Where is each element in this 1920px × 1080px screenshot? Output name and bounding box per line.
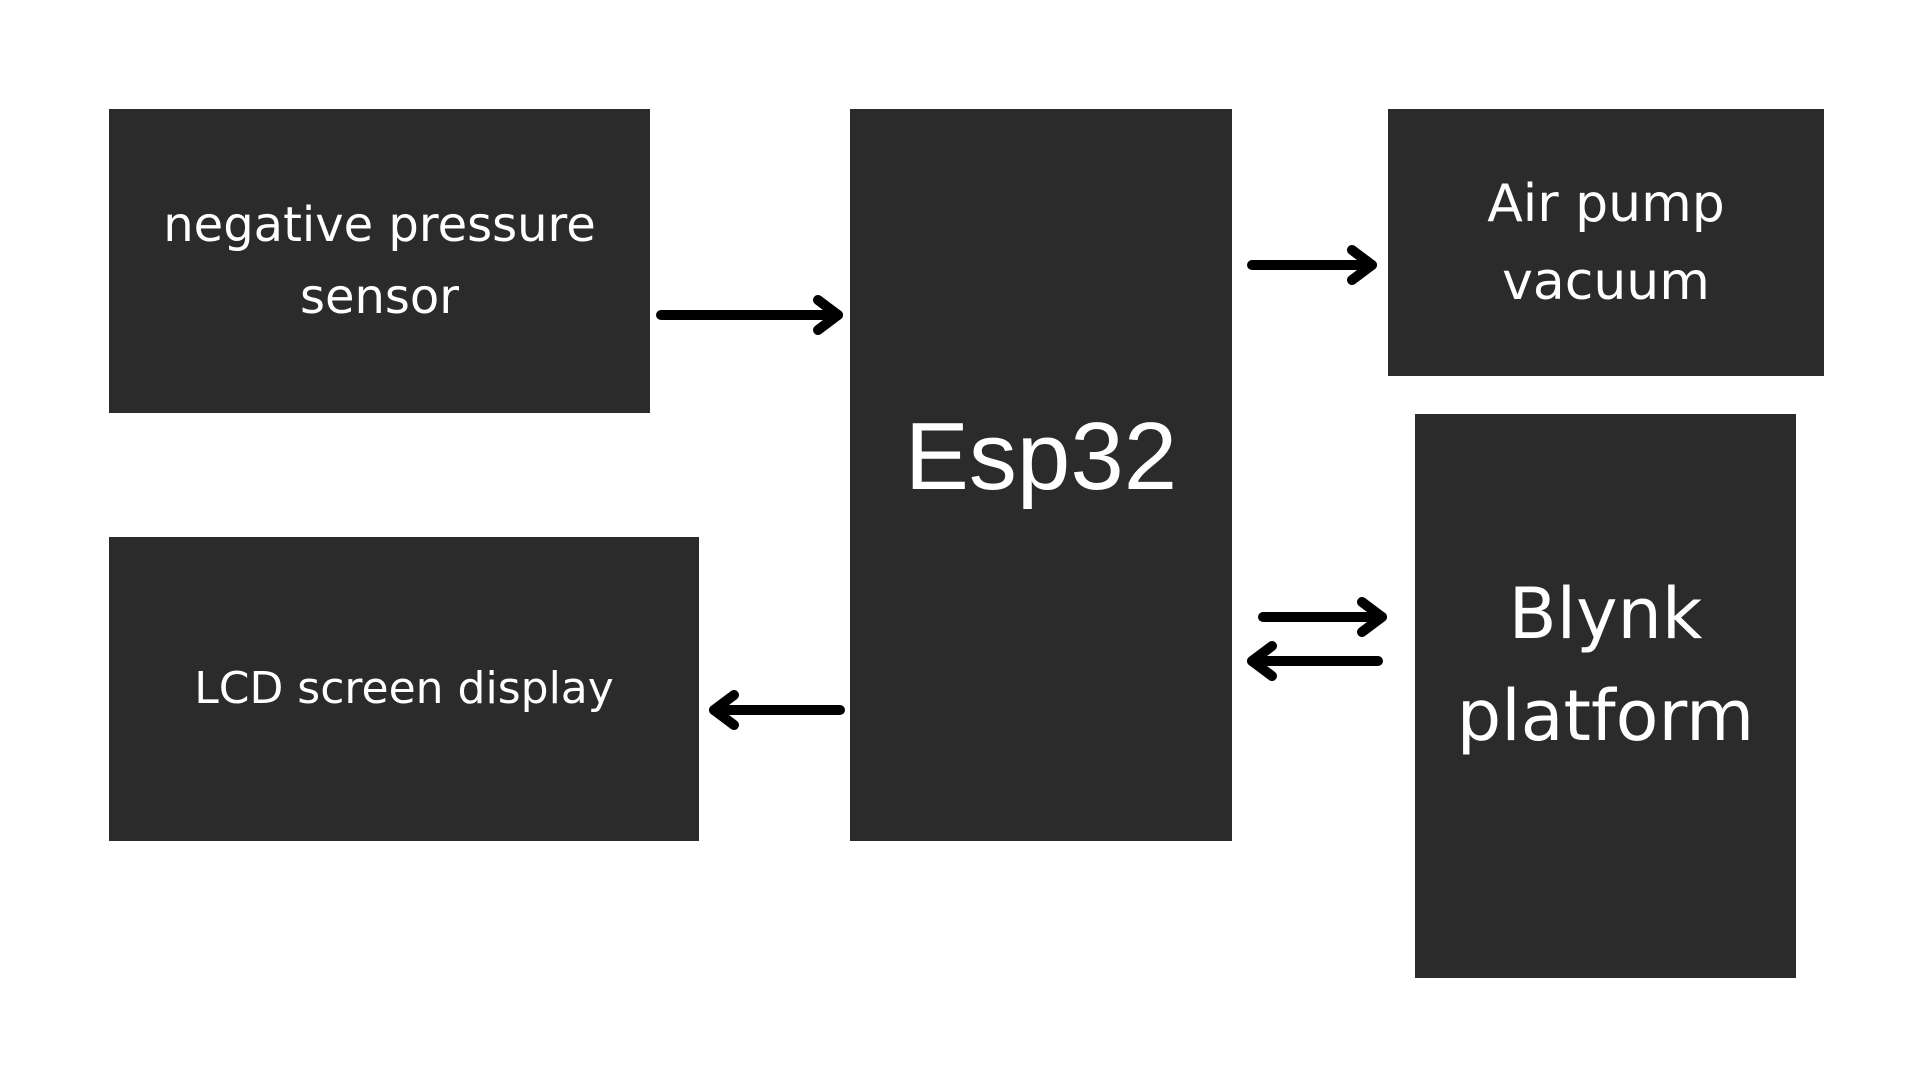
arrow-sensor-to-esp32	[656, 295, 843, 335]
lcd-screen-display-box: LCD screen display	[109, 537, 699, 841]
arrow-esp32-to-pump	[1247, 245, 1377, 285]
negative-pressure-sensor-box: negative pressure sensor	[109, 109, 650, 413]
esp32-box: Esp32	[850, 109, 1232, 841]
arrow-blynk-to-esp32	[1247, 641, 1383, 681]
blynk-platform-box: Blynk platform	[1415, 414, 1796, 978]
blynk-platform-label: Blynk platform	[1456, 573, 1755, 757]
arrow-esp32-to-lcd	[709, 690, 845, 730]
negative-pressure-sensor-label: negative pressure sensor	[163, 197, 596, 325]
esp32-label: Esp32	[904, 403, 1178, 510]
air-pump-vacuum-label: Air pump vacuum	[1487, 173, 1725, 312]
air-pump-vacuum-box: Air pump vacuum	[1388, 109, 1824, 376]
arrow-esp32-to-blynk	[1258, 597, 1387, 637]
lcd-screen-display-label: LCD screen display	[194, 663, 614, 715]
